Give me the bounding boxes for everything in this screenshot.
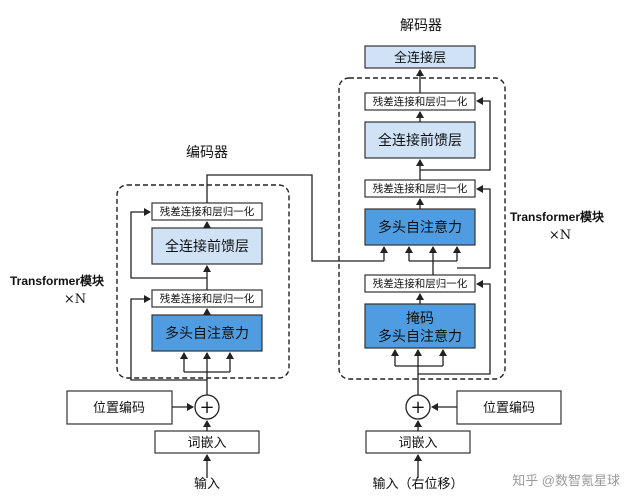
decoder-addnorm-mid-label: 残差连接和层归一化 bbox=[373, 182, 468, 195]
decoder-pos-encoding-label: 位置编码 bbox=[483, 401, 535, 416]
encoder-ffn bbox=[151, 227, 263, 265]
decoder-ffn-label: 全连接前馈层 bbox=[378, 132, 462, 149]
watermark: 知乎 @数智氪星球 bbox=[512, 473, 620, 488]
encoder-attention bbox=[151, 314, 263, 352]
decoder-embedding-label: 词嵌入 bbox=[398, 436, 437, 451]
encoder-addnorm-top-label: 残差连接和层归一化 bbox=[160, 205, 255, 218]
decoder-masked-attention bbox=[364, 303, 476, 349]
decoder-masked-label-2: 多头自注意力 bbox=[378, 328, 462, 345]
decoder-masked-label-1: 掩码 bbox=[406, 311, 434, 327]
decoder-addnorm-bottom bbox=[364, 274, 476, 293]
encoder-side-label: Transformer模块 bbox=[10, 273, 105, 288]
decoder-connectors bbox=[380, 69, 491, 478]
decoder-addnorm-bottom-label: 残差连接和层归一化 bbox=[373, 277, 468, 290]
encoder-input-label: 输入 bbox=[194, 476, 220, 492]
decoder-add-symbol: + bbox=[410, 397, 425, 418]
decoder-ffn bbox=[364, 121, 476, 159]
encoder-ffn-label: 全连接前馈层 bbox=[165, 238, 249, 255]
decoder-fc bbox=[364, 45, 476, 69]
decoder-input-label: 输入（右位移） bbox=[372, 476, 463, 492]
encoder-connectors bbox=[130, 174, 384, 478]
decoder-cross-attention bbox=[364, 208, 476, 246]
decoder-title: 解码器 bbox=[400, 18, 442, 34]
encoder-title: 编码器 bbox=[186, 145, 228, 161]
encoder-side-n: ×N bbox=[64, 292, 86, 307]
decoder-block-frame bbox=[338, 77, 506, 380]
encoder-pos-encoding-label: 位置编码 bbox=[93, 401, 145, 416]
encoder-add-symbol: + bbox=[199, 397, 214, 418]
decoder-cross-attention-label: 多头自注意力 bbox=[378, 219, 462, 236]
encoder-embedding-label: 词嵌入 bbox=[187, 436, 226, 451]
encoder-pos-encoding bbox=[66, 390, 173, 425]
decoder-side-n: ×N bbox=[549, 228, 571, 243]
encoder-block-frame bbox=[116, 184, 290, 379]
decoder-fc-label: 全连接层 bbox=[394, 50, 446, 66]
decoder-pos-encoding bbox=[456, 390, 562, 425]
encoder-addnorm-bottom-label: 残差连接和层归一化 bbox=[160, 292, 255, 305]
decoder-addnorm-top-label: 残差连接和层归一化 bbox=[373, 95, 468, 108]
decoder-side-label: Transformer模块 bbox=[510, 209, 605, 224]
encoder-attention-label: 多头自注意力 bbox=[165, 325, 249, 342]
